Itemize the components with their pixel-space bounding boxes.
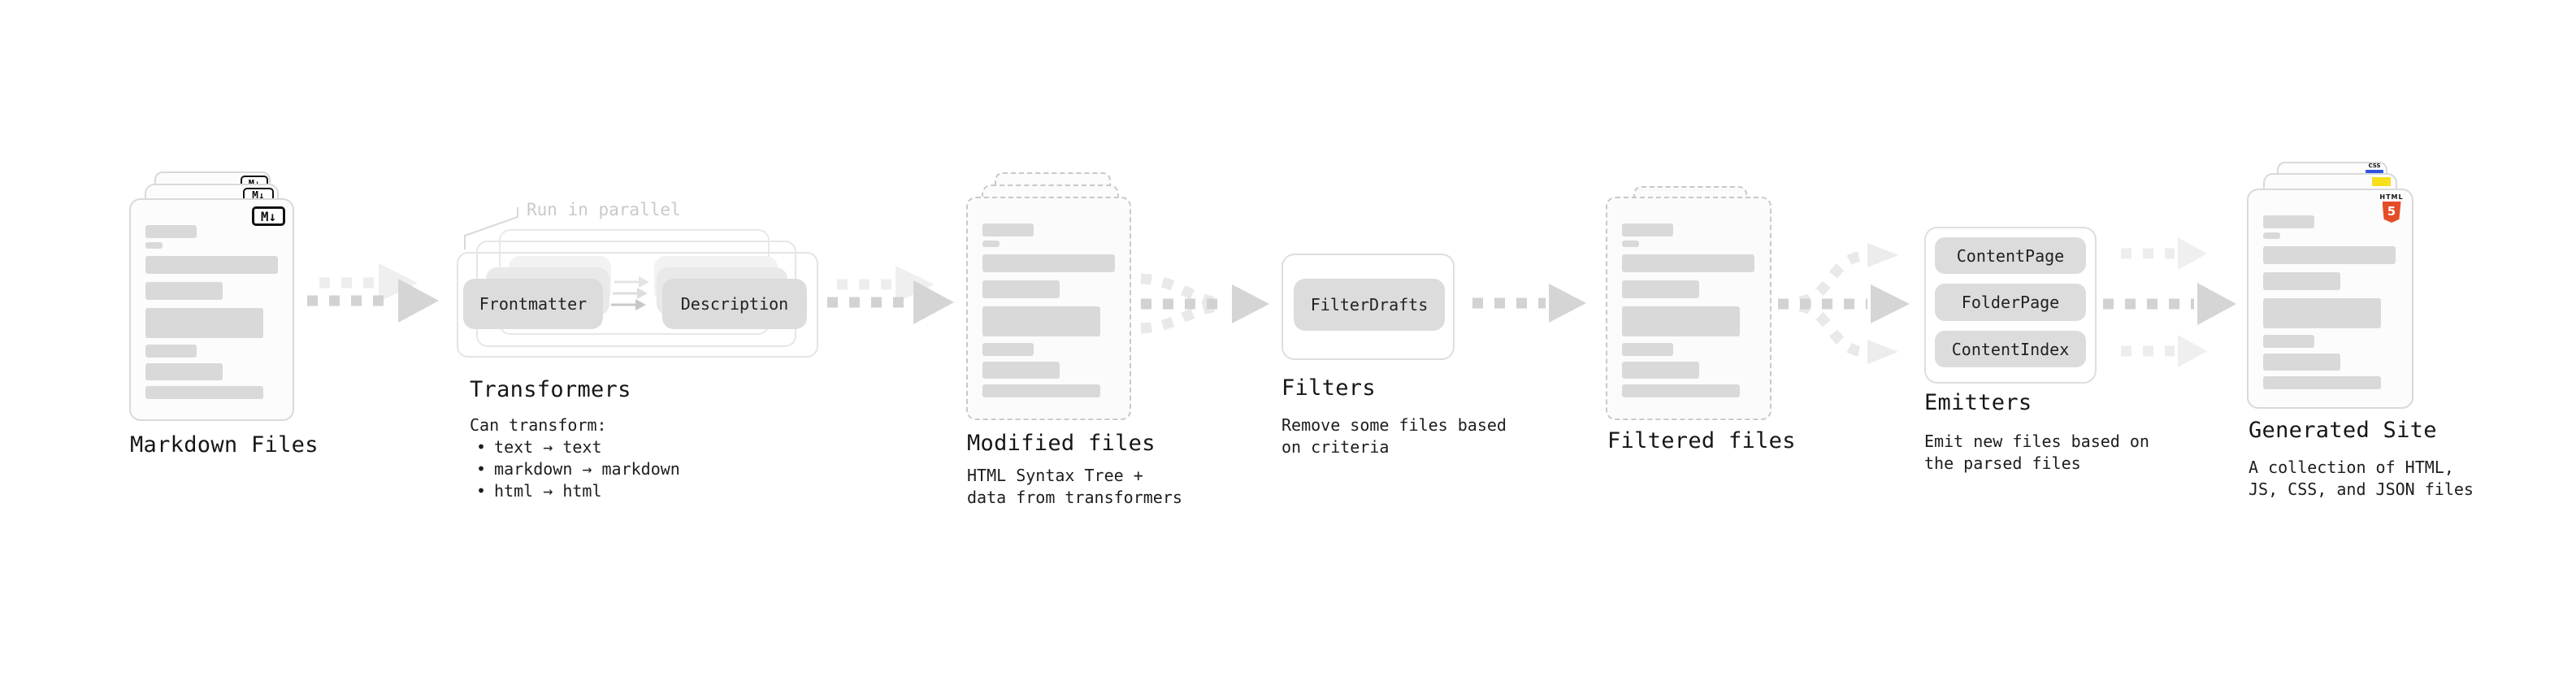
skeleton-bar [145, 308, 263, 338]
skeleton-bar [982, 384, 1100, 397]
skeleton-bar [145, 282, 223, 300]
bullet-line: • markdown → markdown [470, 458, 680, 480]
skeleton-bar [145, 363, 223, 380]
filters-caption: Remove some files based on criteria [1281, 414, 1507, 458]
skeleton-bar [2263, 376, 2381, 389]
stage-title-markdown-files: Markdown Files [130, 432, 319, 458]
file-content-skeleton [1622, 198, 1755, 419]
skeleton-bar [982, 254, 1115, 272]
skeleton-bar [2263, 354, 2340, 371]
html5-label: HTML [2379, 193, 2404, 201]
arrow-markdown-to-transformers [307, 263, 439, 323]
skeleton-bar [982, 306, 1100, 336]
skeleton-bar [1622, 384, 1740, 397]
file-card-front [1606, 197, 1772, 420]
arrow-transformers-to-modified [827, 266, 954, 324]
html5-icon: HTML 5 [2379, 193, 2404, 223]
filter-pill-filterdrafts: FilterDrafts [1294, 279, 1445, 331]
emitters-caption: Emit new files based on the parsed files [1924, 431, 2149, 475]
skeleton-bar [145, 225, 197, 238]
caption-line: HTML Syntax Tree + [967, 466, 1143, 485]
skeleton-bar [982, 280, 1060, 298]
bullet-text: markdown → markdown [494, 459, 680, 479]
caption-line: Remove some files based [1281, 415, 1507, 435]
bullet-line: • html → html [470, 480, 680, 502]
modified-caption: HTML Syntax Tree + data from transformer… [967, 465, 1182, 509]
skeleton-bar [1622, 362, 1699, 379]
stage-title-generated-site: Generated Site [2249, 418, 2437, 443]
html5-shield: 5 [2382, 202, 2401, 223]
bullet-text: text → text [494, 437, 602, 457]
arrow-modified-to-filters [1140, 273, 1269, 334]
skeleton-bar [2263, 215, 2314, 228]
skeleton-bar [2263, 232, 2280, 239]
css-badge-bar [2366, 170, 2383, 173]
skeleton-bar [2263, 335, 2314, 348]
caption-line: on criteria [1281, 437, 1390, 457]
stage-title-modified-files: Modified files [967, 431, 1156, 456]
file-card-front [966, 197, 1131, 420]
js-icon [2372, 177, 2391, 186]
filters-box [1281, 254, 1455, 360]
arrow-filtered-to-emitters [1778, 243, 1910, 364]
skeleton-bar [982, 343, 1034, 356]
css-badge-text: CSS [2368, 163, 2381, 169]
file-content-skeleton [2263, 190, 2397, 407]
file-content-skeleton [982, 198, 1115, 419]
skeleton-bar [145, 386, 263, 399]
skeleton-bar [982, 241, 1000, 247]
markdown-icon: M↓ [252, 206, 285, 226]
skeleton-bar [1622, 223, 1673, 236]
skeleton-bar [982, 223, 1034, 236]
bullet-line: • text → text [470, 436, 680, 458]
file-content-skeleton [145, 200, 278, 419]
transformer-pill-frontmatter: Frontmatter [463, 279, 603, 329]
file-card-front: M↓ [129, 198, 294, 421]
transformer-pill-description: Description [662, 279, 807, 329]
bullet-glyph: • [476, 459, 487, 479]
skeleton-bar [1622, 241, 1639, 247]
caption-line: A collection of HTML, [2249, 458, 2454, 477]
skeleton-bar [145, 242, 163, 249]
stage-title-filters: Filters [1281, 375, 1376, 401]
caption-line: the parsed files [1924, 453, 2081, 473]
stage-title-emitters: Emitters [1924, 390, 2032, 415]
arrow-emitters-to-generated [2103, 237, 2236, 367]
emitter-pill-contentindex: ContentIndex [1935, 331, 2086, 367]
skeleton-bar [2263, 298, 2381, 328]
caption-line: JS, CSS, and JSON files [2249, 479, 2474, 499]
bullet-glyph: • [476, 437, 487, 457]
generated-caption: A collection of HTML, JS, CSS, and JSON … [2249, 457, 2474, 501]
skeleton-bar [2263, 272, 2340, 290]
markdown-badge-text: M↓ [260, 208, 277, 224]
skeleton-bar [2263, 246, 2396, 264]
file-card-front: HTML 5 [2247, 189, 2413, 409]
transformer-layer-front [457, 252, 818, 358]
run-in-parallel-note: Run in parallel [527, 200, 681, 219]
emitters-box [1924, 227, 2097, 384]
skeleton-bar [145, 256, 278, 274]
caption-line: Emit new files based on [1924, 432, 2149, 451]
emitter-pill-folderpage: FolderPage [1935, 284, 2086, 321]
skeleton-bar [982, 362, 1060, 379]
emitter-pill-contentpage: ContentPage [1935, 237, 2086, 274]
skeleton-bar [1622, 280, 1699, 298]
skeleton-bar [1622, 254, 1754, 272]
bullet-glyph: • [476, 481, 487, 501]
arrow-filters-to-filtered [1472, 284, 1586, 323]
skeleton-bar [1622, 306, 1740, 336]
skeleton-bar [1622, 343, 1673, 356]
caption-line: data from transformers [967, 488, 1182, 507]
transformers-caption: Can transform: • text → text • markdown → … [470, 414, 680, 502]
caption-line: Can transform: [470, 415, 607, 435]
skeleton-bar [145, 345, 197, 358]
bullet-text: html → html [494, 481, 602, 501]
stage-title-filtered-files: Filtered files [1607, 428, 1796, 453]
css-icon: CSS [2366, 163, 2383, 173]
stage-title-transformers: Transformers [470, 377, 631, 402]
